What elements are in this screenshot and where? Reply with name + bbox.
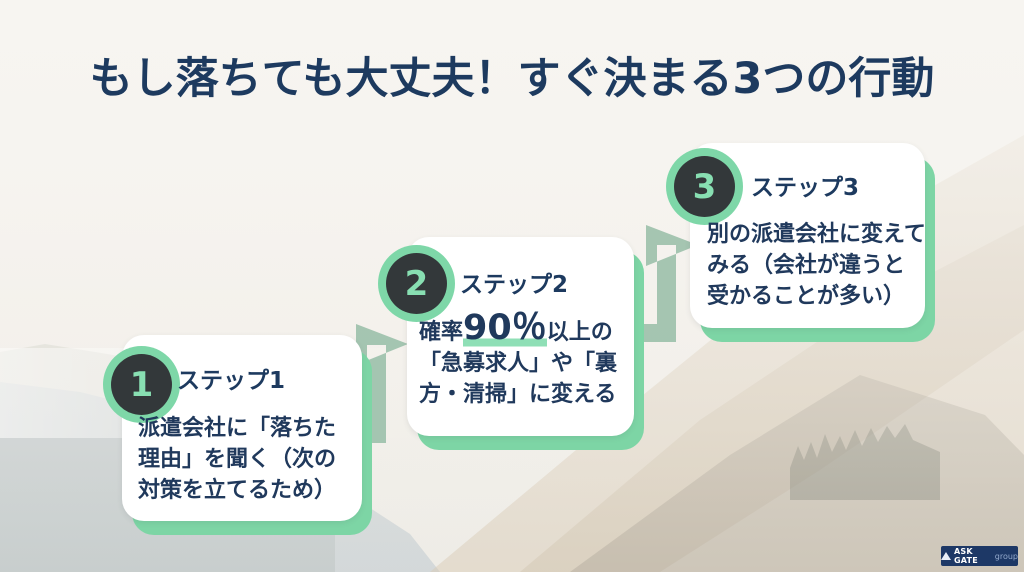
mountain-triangle-icon [941,552,951,560]
step-2-probability-prefix: 確率 [419,320,464,345]
step-2-probability-suffix: 以上の [546,320,613,345]
step-3-number: 3 [692,166,717,207]
step-3-badge-circle: 3 [674,156,735,217]
step-2-title: ステップ2 [460,272,569,298]
step-2-body-line-1: 確率90％以上の [419,308,617,348]
step-3-body: 別の派遣会社に変えて みる（会社が違うと 受かることが多い） [707,219,926,312]
brand-name-primary: ASK GATE [954,547,978,565]
brand-name-secondary: group [994,551,1018,561]
step-2-body-line-3: 方・清掃」に変える [419,382,617,407]
step-1-body-line-1: 派遣会社に「落ちた [138,416,337,441]
step-3-title: ステップ3 [751,175,860,201]
step-1-badge-circle: 1 [111,354,172,415]
step-2-body-line-2: 「急募求人」や「裏 [419,351,618,376]
step-2-number: 2 [404,263,429,304]
step-1-body: 派遣会社に「落ちた 理由」を聞く（次の 対策を立てるため） [138,413,336,506]
step-1-title: ステップ1 [177,368,286,394]
step-card-3: 3 ステップ3 別の派遣会社に変えて みる（会社が違うと 受かることが多い） [666,143,935,342]
step-3-body-line-1: 別の派遣会社に変えて [707,222,926,247]
page-title: もし落ちても大丈夫！すぐ決まる3つの行動 [89,54,935,104]
step-1-badge: 1 [103,346,180,423]
brand-logo: ASK GATE group [941,546,1018,566]
arrow-step2-to-step3-icon [632,225,698,342]
step-1-number: 1 [129,364,154,405]
step-1-body-line-3: 対策を立てるため） [138,478,337,503]
step-2-badge: 2 [378,245,455,322]
step-2-body: 確率90％以上の 「急募求人」や「裏 方・清掃」に変える [419,308,618,410]
step-2-probability-highlight: 90％ [463,308,547,348]
step-card-2: 2 ステップ2 確率90％以上の 「急募求人」や「裏 方・清掃」に変える [378,237,644,450]
step-3-badge: 3 [666,148,743,225]
step-card-1: 1 ステップ1 派遣会社に「落ちた 理由」を聞く（次の 対策を立てるため） [103,335,372,535]
step-3-body-line-2: みる（会社が違うと [707,253,906,278]
step-2-badge-circle: 2 [386,253,447,314]
step-3-body-line-3: 受かることが多い） [707,284,906,309]
step-1-body-line-2: 理由」を聞く（次の [138,447,337,472]
